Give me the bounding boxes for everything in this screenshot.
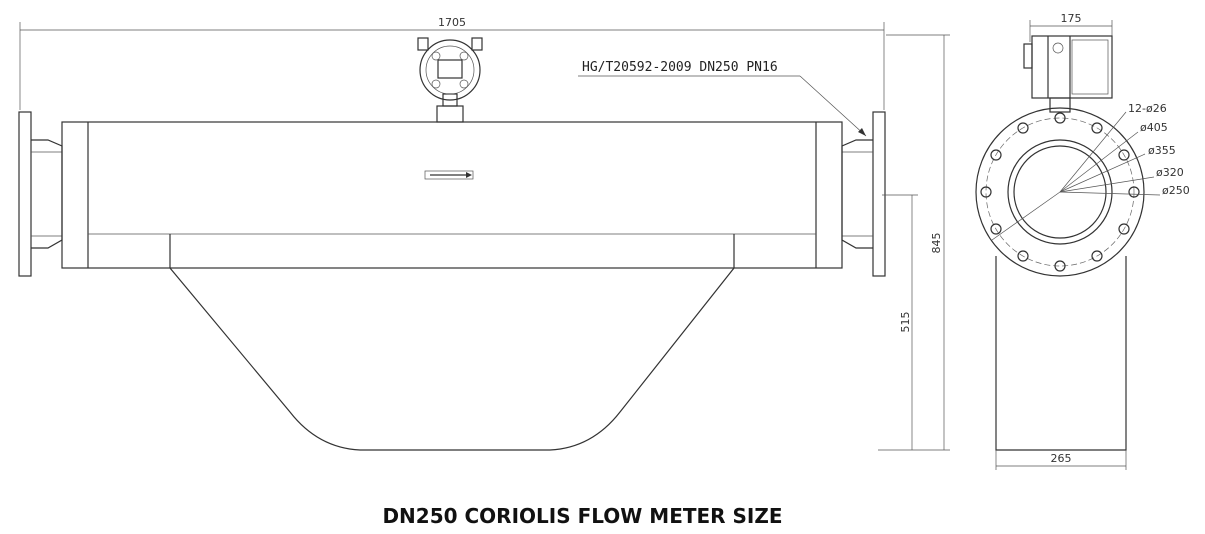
dim-base-width: 265 xyxy=(1051,452,1072,465)
dim-raised-face: ø320 xyxy=(1156,166,1184,179)
dim-bore: ø250 xyxy=(1162,184,1190,197)
dim-head-width: 175 xyxy=(1061,12,1082,25)
dim-overall-length: 1705 xyxy=(438,16,466,29)
dim-bolt-circle-outer: ø405 xyxy=(1140,121,1168,134)
standard-annotation: HG/T20592-2009 DN250 PN16 xyxy=(582,60,778,75)
dim-overall-height: 845 xyxy=(930,233,943,254)
front-view: 1705 HG/T20592-2009 xyxy=(18,16,950,451)
side-view: 175 12-ø26 ø405 ø3 xyxy=(975,12,1190,470)
drawing-caption: DN250 CORIOLIS FLOW METER SIZE xyxy=(382,504,783,528)
dim-bolt-circle: ø355 xyxy=(1148,144,1176,157)
dim-bolt-holes: 12-ø26 xyxy=(1128,102,1167,115)
dim-lower-height: 515 xyxy=(899,312,912,333)
